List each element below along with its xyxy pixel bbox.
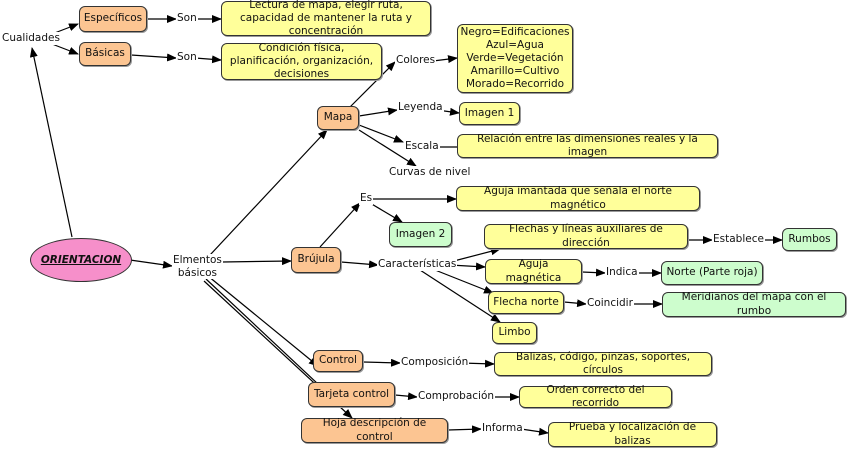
label-son-basicas: Son [176,51,198,64]
connector-arrow [581,268,606,277]
connector-arrow [358,107,398,117]
node-aguja-magnetica[interactable]: Aguja magnética [485,258,582,284]
connector-arrow [449,247,501,263]
connector-arrow [29,47,73,238]
label-coincidir: Coincidir [586,297,634,310]
node-mapa[interactable]: Mapa [317,106,359,130]
node-colores-lista[interactable]: Negro=Edificaciones Azul=Agua Verde=Vege… [457,24,573,93]
node-aguja-imantada[interactable]: Aguja imantada que señala el norte magné… [456,185,700,211]
label-informa: Informa [481,422,524,435]
connector-arrow [520,427,549,436]
node-orden[interactable]: Orden correcto del recorrido [519,384,672,409]
connector-arrow [130,53,177,62]
node-imagen-2[interactable]: Imagen 2 [389,222,452,247]
node-basicas[interactable]: Básicas [79,42,131,66]
connector-arrow [221,257,292,266]
node-meridianos[interactable]: Meridianos del mapa con el rumbo [662,291,846,317]
connector-arrow [209,129,328,256]
label-colores: Colores [395,54,437,67]
connector-arrow [419,269,501,323]
node-flechas[interactable]: Flechas y líneas auxiliares de dirección [484,223,688,249]
node-norte[interactable]: Norte (Parte roja) [661,261,763,285]
label-leyenda: Leyenda [397,101,444,114]
label-curvas-de-nivel: Curvas de nivel [388,166,472,179]
label-son-especificos: Son [176,12,198,25]
connector-arrow [319,202,361,248]
label-composicion: Composición [400,356,470,369]
node-imagen-1[interactable]: Imagen 1 [459,102,520,125]
connector-arrow [429,267,494,294]
node-prueba[interactable]: Prueba y localización de balizas [548,421,717,447]
connector-arrow [394,392,418,401]
node-especificos[interactable]: Específicos [79,6,147,32]
connector-arrow [349,61,396,108]
label-es: Es [359,192,374,205]
node-relacion[interactable]: Relación entre las dimensiones reales y … [457,133,718,158]
connector-arrow [432,55,458,64]
connector-arrow [129,259,173,269]
connector-arrow [205,278,336,401]
node-lectura[interactable]: Lectura de mapa, elegir ruta, capacidad … [221,0,431,37]
node-rumbos[interactable]: Rumbos [782,228,837,251]
node-hoja-descripcion[interactable]: Hoja descripción de control [301,417,448,443]
connector-arrow [447,425,482,434]
node-condicion[interactable]: Condición física, planificación, organiz… [221,42,382,80]
node-brujula[interactable]: Brújula [291,247,341,273]
node-flecha-norte[interactable]: Flecha norte [488,291,564,314]
root-orientacion[interactable]: ORIENTACION [30,238,132,282]
node-limbo[interactable]: Limbo [492,322,537,344]
label-elementos-basicos: Elmentos básicos [172,254,223,280]
node-balizas[interactable]: Balizas, código, pinzas, soportes, círcu… [494,351,712,376]
connector-arrow [358,129,417,167]
connector-arrow [362,358,401,367]
label-cualidades: Cualidades [1,32,61,45]
node-control[interactable]: Control [313,350,363,372]
label-caracteristicas: Características [377,258,458,271]
connector-arrow [369,202,403,223]
connector-arrow [194,55,222,64]
connector-arrow [563,299,587,308]
label-establece: Establece [712,233,765,246]
label-indica: Indica [605,266,639,279]
node-tarjeta-control[interactable]: Tarjeta control [308,382,395,407]
label-comprobacion: Comprobación [417,390,496,403]
connector-arrow [340,260,379,269]
connector-arrow [207,275,319,367]
connector-arrow [51,43,79,55]
label-escala: Escala [404,140,440,153]
connector-arrow [358,124,404,143]
